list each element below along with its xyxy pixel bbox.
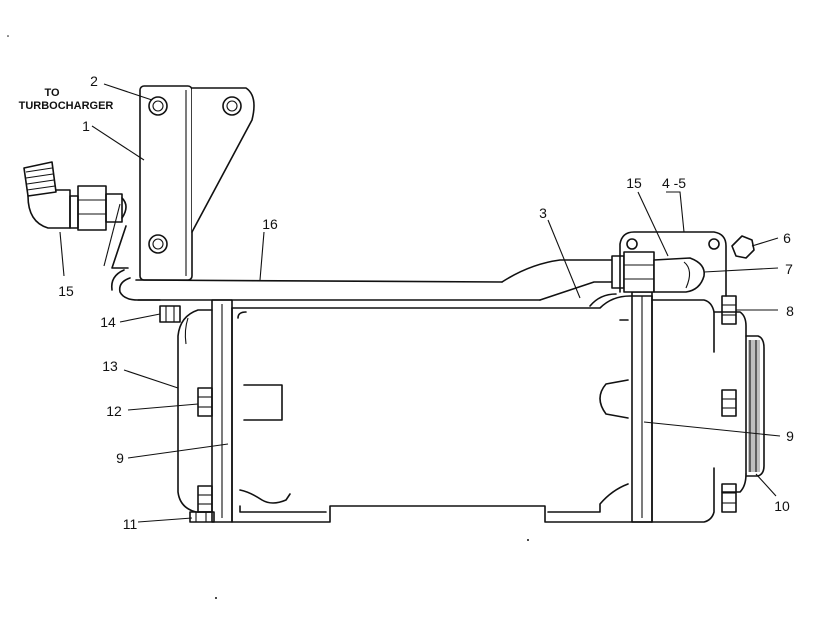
stray-mark: [215, 597, 217, 599]
callout-15-top: 15: [626, 175, 642, 191]
callout-9-left: 9: [116, 450, 124, 466]
callout-1: 1: [82, 118, 90, 134]
tube-assembly: [103, 203, 706, 301]
callout-9-right: 9: [786, 428, 794, 444]
callout-6: 6: [783, 230, 791, 246]
stray-mark: [527, 539, 529, 541]
callout-10: 10: [774, 498, 790, 514]
leader-lines: [59, 83, 781, 523]
cooler-body: [211, 291, 653, 523]
note-line-2: TURBOCHARGER: [19, 100, 114, 112]
callout-15-left: 15: [58, 283, 74, 299]
callout-13: 13: [102, 358, 118, 374]
note-to-turbocharger: TO TURBOCHARGER: [19, 87, 114, 112]
callout-labels: 2 1 15 16 3 15 4 -5 6 7 8 9 10 13 12 9 1…: [58, 73, 794, 532]
callout-2: 2: [90, 73, 98, 89]
callout-8: 8: [786, 303, 794, 319]
note-line-1: TO: [44, 87, 60, 99]
elbow-fitting: [23, 161, 127, 231]
right-end-bonnet: [651, 295, 765, 523]
callout-11: 11: [123, 516, 138, 532]
mounting-bracket: [139, 85, 255, 281]
callout-14: 14: [100, 314, 116, 330]
callout-12: 12: [106, 403, 122, 419]
upper-right-plate: [619, 231, 755, 297]
stray-mark: [7, 35, 9, 37]
left-end-bonnet: [159, 305, 215, 523]
callout-4-5: 4 -5: [662, 175, 686, 191]
callout-7: 7: [785, 261, 793, 277]
callout-3: 3: [539, 205, 547, 221]
callout-16: 16: [262, 216, 278, 232]
